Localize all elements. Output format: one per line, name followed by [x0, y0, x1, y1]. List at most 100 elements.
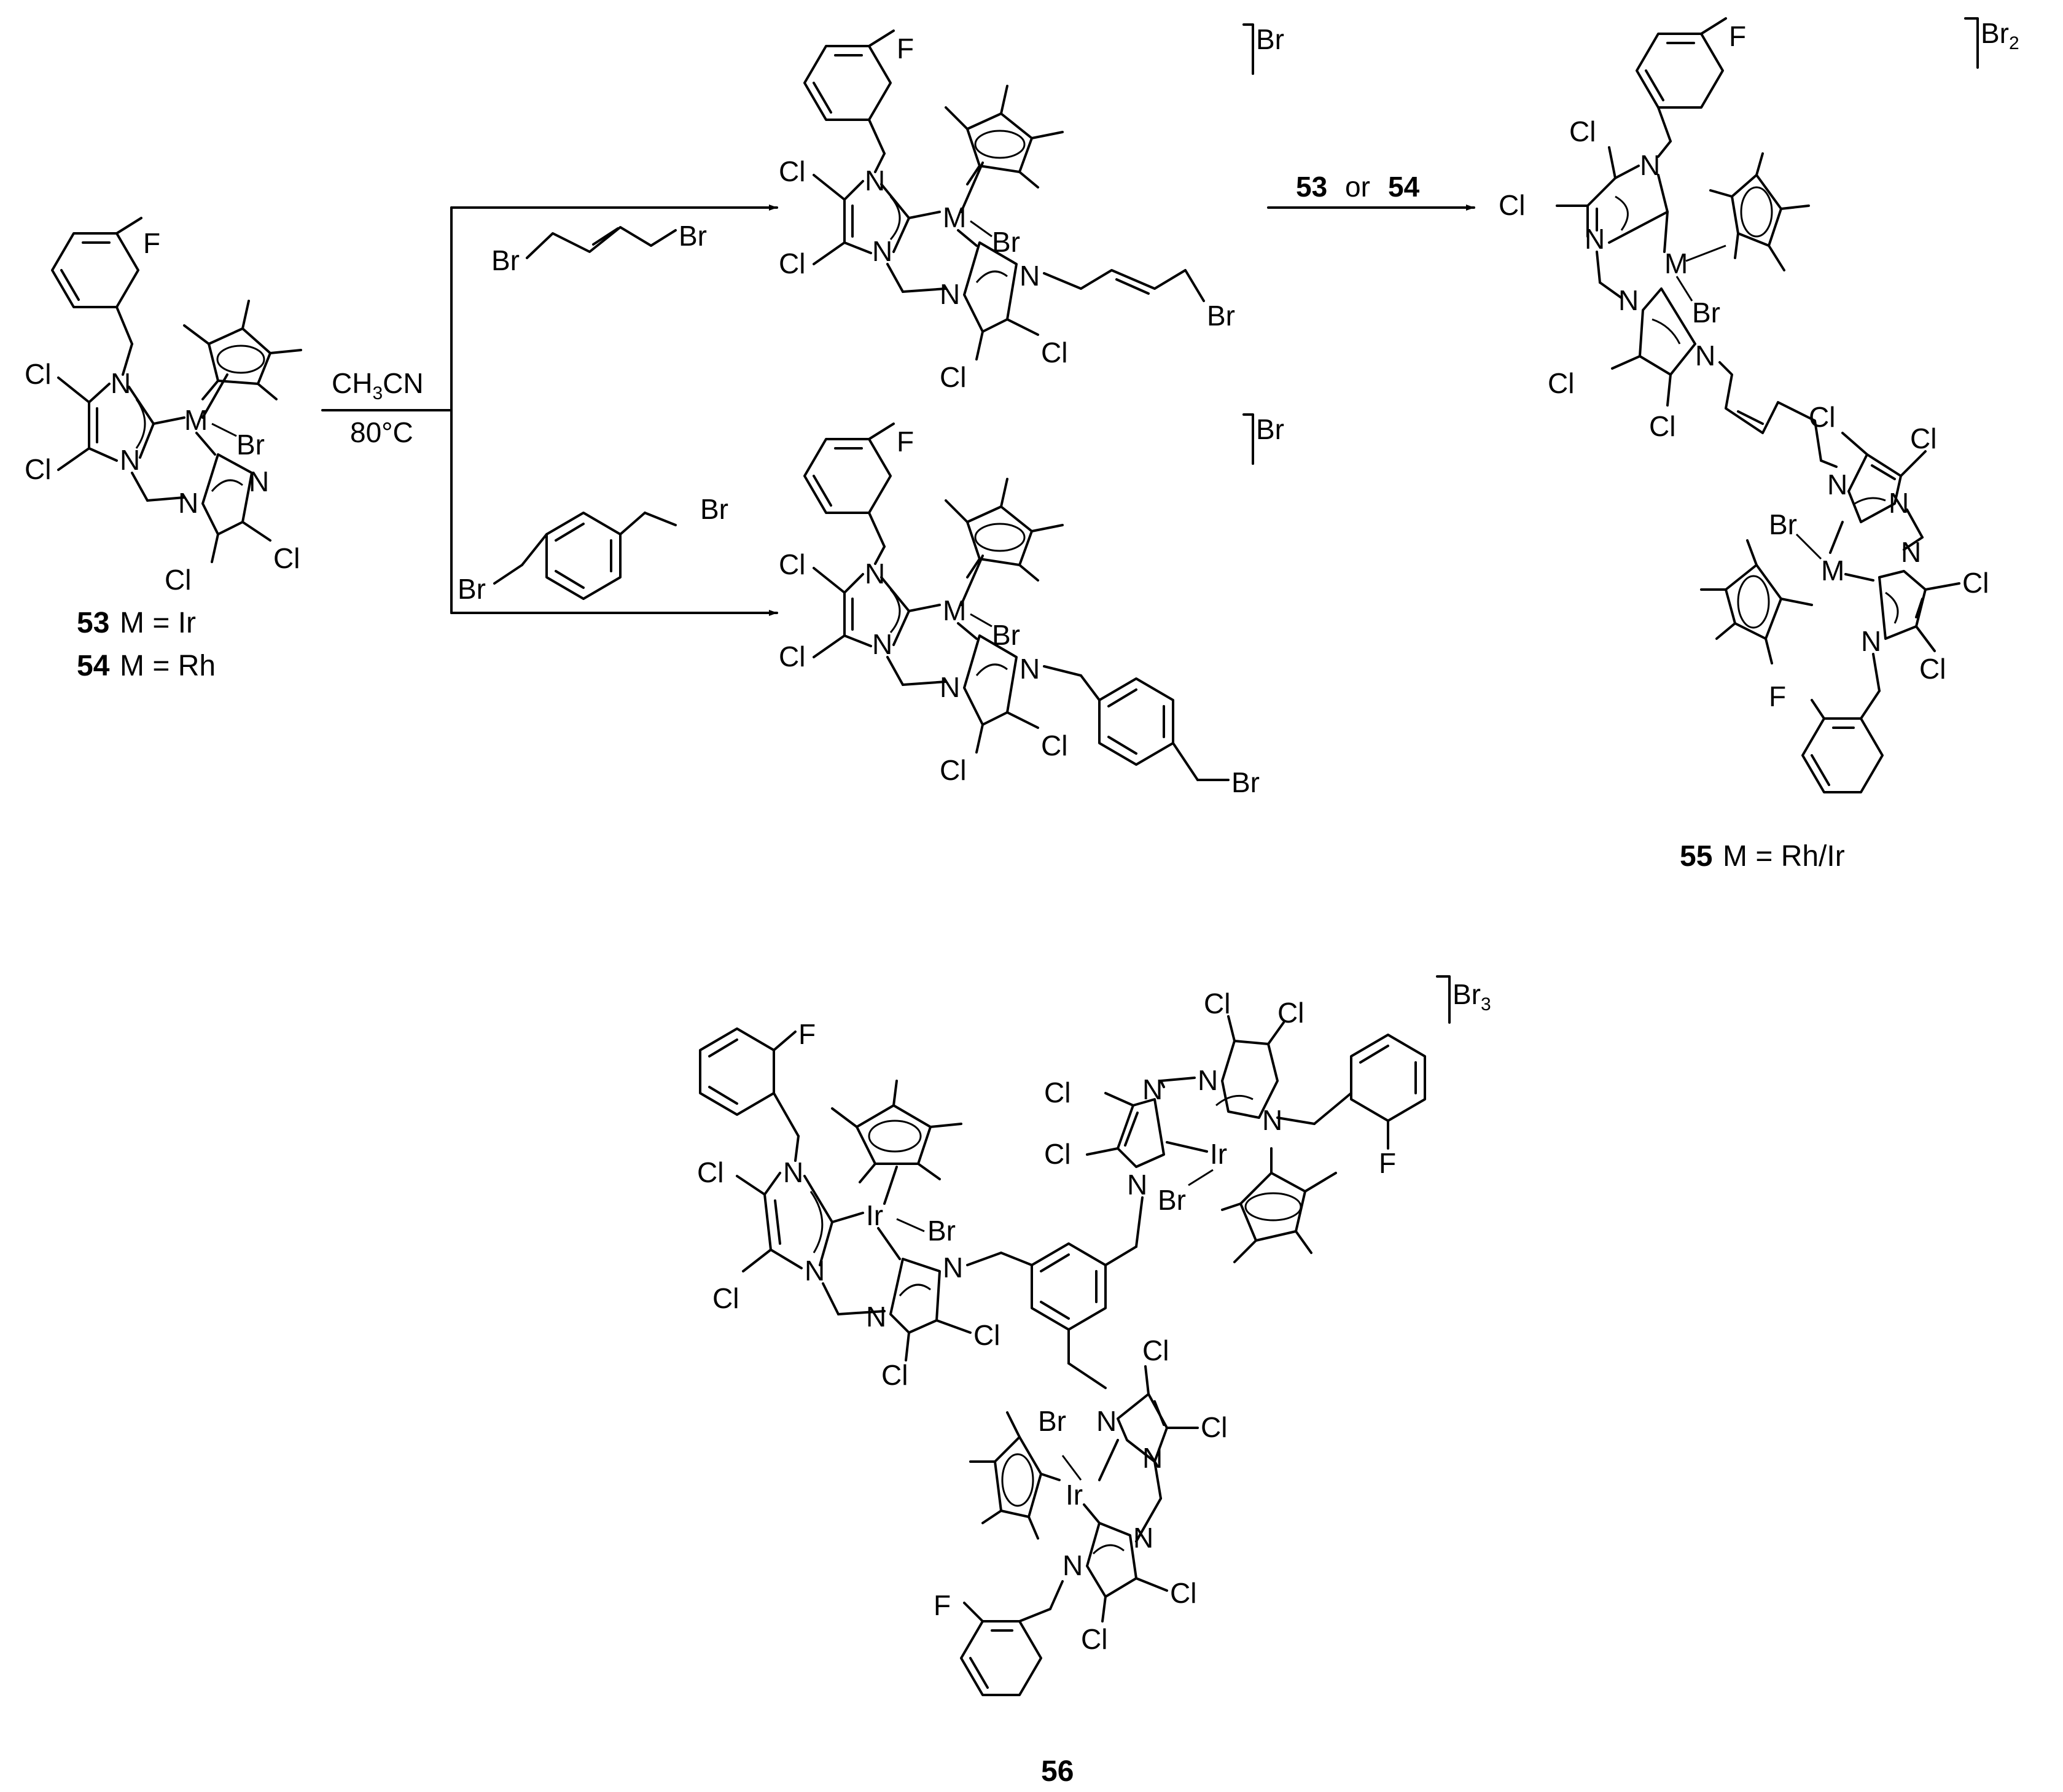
- chlorine-label: Cl: [779, 548, 805, 580]
- svg-text:56: 56: [1041, 1755, 1074, 1788]
- svg-text:53: 53: [77, 607, 109, 639]
- chlorine-label: Cl: [1041, 337, 1067, 368]
- bromine-label: Br: [1038, 1405, 1066, 1437]
- starting-complex-53-54: F N N Cl Cl M Br N N: [25, 217, 302, 596]
- chlorine-label: Cl: [25, 453, 51, 485]
- nitrogen-label: N: [1827, 469, 1847, 501]
- chlorine-label: Cl: [973, 1319, 1000, 1351]
- svg-text:55: 55: [1680, 840, 1712, 873]
- nitrogen-label: N: [1618, 284, 1639, 316]
- nitrogen-label: N: [866, 1301, 886, 1333]
- chlorine-label: Cl: [1548, 367, 1574, 399]
- chlorine-label: Cl: [273, 542, 300, 574]
- nitrogen-label: N: [1133, 1522, 1153, 1554]
- nitrogen-label: N: [249, 466, 269, 497]
- iridium-label: Ir: [1066, 1479, 1083, 1511]
- compound-label-54: 54 M = Rh: [77, 650, 216, 682]
- chlorine-label: Cl: [1044, 1077, 1070, 1108]
- nitrogen-label: N: [120, 444, 140, 476]
- compound-label-53: 53 M = Ir: [77, 607, 196, 639]
- nitrogen-label: N: [865, 558, 885, 590]
- fluorine-label: F: [1379, 1147, 1396, 1179]
- fluorine-label: F: [798, 1018, 816, 1050]
- chlorine-label: Cl: [1649, 410, 1675, 442]
- compound-label-56: 56: [1041, 1755, 1074, 1788]
- chlorine-label: Cl: [1910, 423, 1936, 454]
- svg-text:M = Rh/Ir: M = Rh/Ir: [1723, 840, 1845, 873]
- chlorine-label: Cl: [1809, 401, 1835, 433]
- chlorine-label: Cl: [940, 754, 966, 786]
- chlorine-label: Cl: [881, 1359, 908, 1391]
- nitrogen-label: N: [1020, 260, 1040, 292]
- fluorine-label: F: [897, 33, 914, 64]
- chlorine-label: Cl: [779, 641, 805, 672]
- chlorine-label: Cl: [165, 564, 191, 596]
- butenyl-product: F N N Cl Cl M Br N N Cl Cl: [779, 23, 1284, 393]
- metal-label: M: [1664, 247, 1688, 279]
- nitrogen-label: N: [940, 671, 960, 703]
- nitrogen-label: N: [1063, 1549, 1083, 1581]
- chlorine-label: Cl: [1569, 115, 1596, 147]
- nitrogen-label: N: [1198, 1064, 1218, 1096]
- dimer-complex-55: F N N Cl Cl M Br N N Cl Cl: [1499, 17, 2019, 793]
- bromine-label: Br: [700, 493, 728, 525]
- xylylene-dibromide-reagent: Br Br: [458, 493, 728, 605]
- chlorine-label: Cl: [697, 1156, 723, 1188]
- svg-text:M = Rh: M = Rh: [120, 650, 216, 682]
- svg-text:M = Ir: M = Ir: [120, 607, 196, 639]
- chlorine-label: Cl: [1204, 988, 1230, 1019]
- bromine-label: Br: [1231, 766, 1260, 798]
- compound-label-55: 55 M = Rh/Ir: [1680, 840, 1845, 873]
- bromine-label: Br: [927, 1215, 956, 1247]
- chlorine-label: Cl: [779, 247, 805, 279]
- chlorine-label: Cl: [1201, 1411, 1227, 1443]
- svg-text:54: 54: [77, 650, 110, 682]
- bromine-label: Br: [458, 573, 486, 605]
- chlorine-label: Cl: [25, 358, 51, 390]
- nitrogen-label: N: [783, 1156, 803, 1188]
- iridium-label: Ir: [1210, 1138, 1227, 1170]
- counterion-label: Br: [1256, 413, 1284, 445]
- nitrogen-label: N: [1640, 149, 1660, 181]
- chlorine-label: Cl: [1081, 1623, 1107, 1655]
- bromine-label: Br: [1207, 300, 1235, 332]
- reagent-or-label: or: [1345, 171, 1370, 203]
- fluorine-label: F: [1729, 20, 1746, 52]
- xylylene-product: F N N Cl Cl M Br N N Cl Cl: [779, 413, 1284, 798]
- chlorine-label: Cl: [1277, 997, 1304, 1029]
- nitrogen-label: N: [872, 235, 892, 267]
- chlorine-label: Cl: [1142, 1334, 1169, 1366]
- metal-label: M: [1821, 555, 1844, 586]
- counterion-label: Br3: [1453, 978, 1491, 1015]
- chlorine-label: Cl: [940, 361, 966, 393]
- chlorine-label: Cl: [1170, 1577, 1196, 1609]
- chlorine-label: Cl: [712, 1282, 739, 1314]
- nitrogen-label: N: [1020, 653, 1040, 685]
- reagent-53-label: 53: [1296, 171, 1327, 203]
- nitrogen-label: N: [1096, 1405, 1117, 1437]
- bromine-label: Br: [491, 244, 520, 276]
- bromine-label: Br: [1692, 297, 1720, 329]
- counterion-label: Br2: [1981, 17, 2019, 53]
- nitrogen-label: N: [1889, 487, 1909, 519]
- nitrogen-label: N: [872, 628, 892, 660]
- fluorine-label: F: [897, 426, 914, 458]
- chlorine-label: Cl: [1919, 653, 1946, 685]
- iridium-label: Ir: [866, 1199, 883, 1231]
- bromine-label: Br: [1769, 508, 1797, 540]
- fluorine-label: F: [1769, 680, 1786, 712]
- counterion-label: Br: [1256, 23, 1284, 55]
- bromine-label: Br: [1158, 1184, 1186, 1216]
- nitrogen-label: N: [1861, 625, 1881, 657]
- nitrogen-label: N: [178, 487, 198, 519]
- dibromobutene-reagent: Br Br: [491, 220, 707, 276]
- temperature-label: 80°C: [350, 416, 413, 448]
- reagent-54-label: 54: [1388, 171, 1420, 203]
- chlorine-label: Cl: [779, 155, 805, 187]
- bromine-label: Br: [236, 429, 265, 461]
- fluorine-label: F: [934, 1589, 951, 1621]
- fluorine-label: F: [143, 227, 160, 259]
- nitrogen-label: N: [1901, 536, 1921, 568]
- reaction-conditions: CH3CN 80°C: [321, 205, 778, 616]
